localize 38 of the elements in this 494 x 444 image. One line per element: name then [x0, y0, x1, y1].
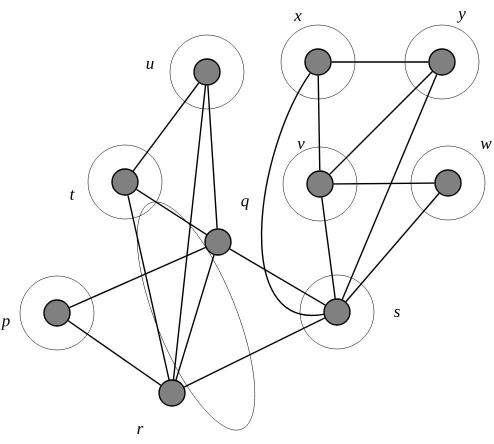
vertex-label: y: [456, 11, 466, 23]
edge: [229, 248, 326, 306]
vertex-label: x: [294, 13, 302, 21]
edge: [345, 192, 440, 302]
edge: [342, 74, 438, 300]
edge: [68, 320, 162, 386]
vertex: [428, 48, 456, 76]
edge: [261, 72, 324, 316]
vertex: [306, 170, 334, 198]
edge: [184, 317, 326, 388]
edge: [132, 82, 200, 172]
edge: [136, 188, 207, 236]
edge: [329, 71, 433, 175]
vertex: [193, 58, 221, 86]
vertex: [434, 169, 462, 197]
edge: [207, 86, 218, 228]
edge: [321, 197, 336, 299]
vertex-label: w: [480, 141, 492, 149]
edge: [127, 195, 170, 380]
vertex-label: s: [394, 308, 400, 318]
edge: [332, 61, 428, 63]
vertex: [204, 228, 232, 256]
vertex: [111, 168, 139, 196]
vertex-label: r: [137, 426, 144, 434]
vertex-label: q: [241, 198, 249, 210]
vertex-label: v: [297, 141, 305, 149]
edge: [318, 76, 320, 170]
edge: [172, 86, 206, 380]
vertex: [304, 48, 332, 76]
vertex: [43, 299, 71, 327]
edge: [175, 254, 215, 380]
vertex-label: p: [0, 318, 10, 330]
edge: [334, 182, 434, 185]
vertex: [323, 298, 351, 326]
edge: [69, 246, 206, 308]
vertex: [158, 379, 186, 407]
vertex-label: t: [70, 190, 75, 200]
vertex-label: u: [146, 61, 154, 69]
